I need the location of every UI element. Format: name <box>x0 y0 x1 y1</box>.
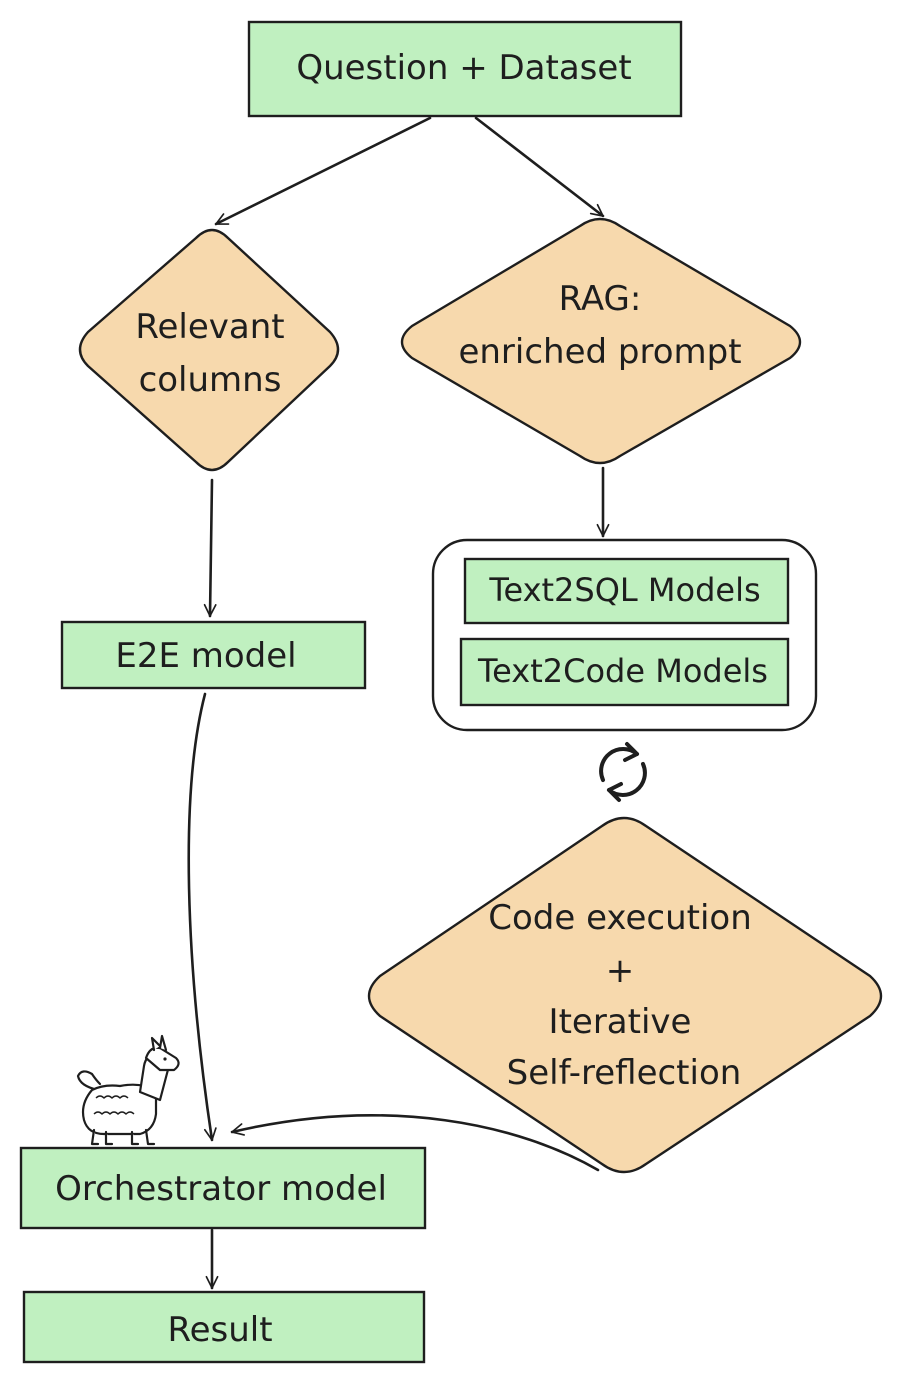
relevant-columns-label-line2: columns <box>139 360 282 400</box>
result-label: Result <box>167 1310 272 1350</box>
cycle-arrows-icon <box>599 742 647 802</box>
models-group: Text2SQL Models Text2Code Models <box>431 538 818 732</box>
e2e-model-label: E2E model <box>115 636 296 676</box>
edge-question-to-relevant-columns <box>214 116 432 226</box>
code-execution-label-line1: Code execution <box>488 898 752 938</box>
relevant-columns-diamond: Relevant columns <box>78 228 340 472</box>
edge-question-to-rag <box>474 116 605 218</box>
text2code-models-label: Text2Code Models <box>477 652 768 690</box>
text2sql-models-label: Text2SQL Models <box>488 571 760 609</box>
rag-label-line1: RAG: <box>559 279 642 319</box>
code-execution-label-line4: Self-reflection <box>507 1053 742 1093</box>
edge-e2e-to-orchestrator <box>187 692 217 1142</box>
text2code-models-box: Text2Code Models <box>459 637 790 707</box>
edge-code-exec-to-orchestrator <box>230 1114 600 1172</box>
rag-label-line2: enriched prompt <box>458 332 741 372</box>
question-dataset-box: Question + Dataset <box>247 20 683 118</box>
rag-diamond: RAG: enriched prompt <box>400 217 802 465</box>
code-execution-label-line2: + <box>606 951 635 991</box>
orchestrator-model-box: Orchestrator model <box>19 1146 427 1230</box>
question-dataset-label: Question + Dataset <box>296 48 631 88</box>
code-execution-diamond: Code execution + Iterative Self-reflecti… <box>367 816 883 1174</box>
e2e-model-box: E2E model <box>60 620 367 690</box>
orchestrator-model-label: Orchestrator model <box>55 1169 387 1209</box>
edge-relevant-columns-to-e2e <box>203 478 217 618</box>
llama-icon <box>76 1034 180 1146</box>
code-execution-label-line3: Iterative <box>549 1002 692 1042</box>
result-box: Result <box>22 1290 426 1364</box>
relevant-columns-label-line1: Relevant <box>135 307 284 347</box>
text2sql-models-box: Text2SQL Models <box>463 557 790 625</box>
